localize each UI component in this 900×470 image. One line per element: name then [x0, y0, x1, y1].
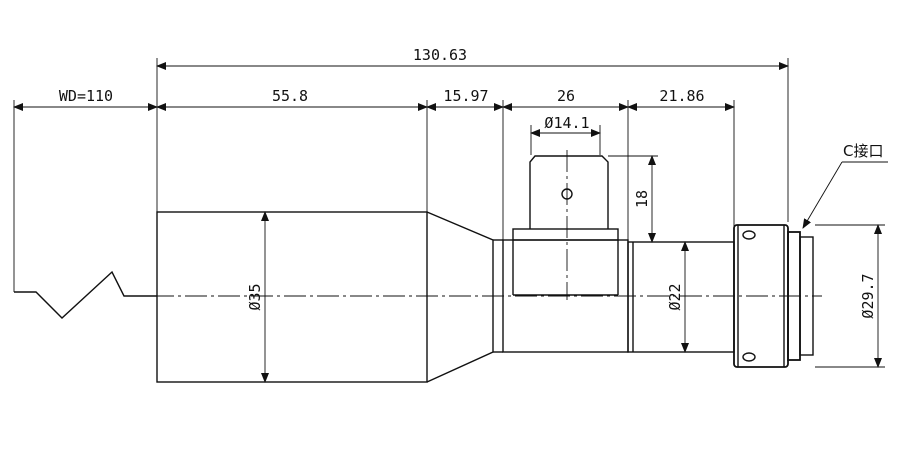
front-barrel — [156, 211, 428, 383]
lens-body — [156, 155, 814, 383]
dimension-lines — [13, 62, 882, 383]
overall-length-label: 130.63 — [413, 46, 467, 64]
tube-section-label: 26 — [557, 87, 575, 105]
front-section-label: 55.8 — [272, 87, 308, 105]
rear-diameter-label: Ø22 — [666, 283, 684, 310]
mount-screw-bottom — [742, 352, 756, 362]
side-port — [529, 155, 609, 229]
mount-leader — [802, 161, 888, 229]
front-diameter-label: Ø35 — [246, 283, 264, 310]
rear-section-label: 21.86 — [659, 87, 704, 105]
working-distance-label: WD=110 — [59, 87, 113, 105]
mount-diameter-label: Ø29.7 — [859, 273, 877, 318]
port-height-label: 18 — [633, 190, 651, 208]
taper-section-label: 15.97 — [443, 87, 488, 105]
mount-label: C接口 — [843, 142, 883, 160]
mount-screw-top — [742, 230, 756, 240]
working-distance-break-line — [14, 270, 157, 319]
port-base — [512, 228, 619, 241]
taper-section — [426, 211, 494, 383]
dimension-text: 130.63 WD=110 55.8 15.97 26 21.86 Ø14.1 … — [59, 46, 884, 319]
port-diameter-label: Ø14.1 — [544, 114, 589, 132]
extension-lines — [13, 58, 885, 368]
center-lines — [152, 150, 822, 300]
